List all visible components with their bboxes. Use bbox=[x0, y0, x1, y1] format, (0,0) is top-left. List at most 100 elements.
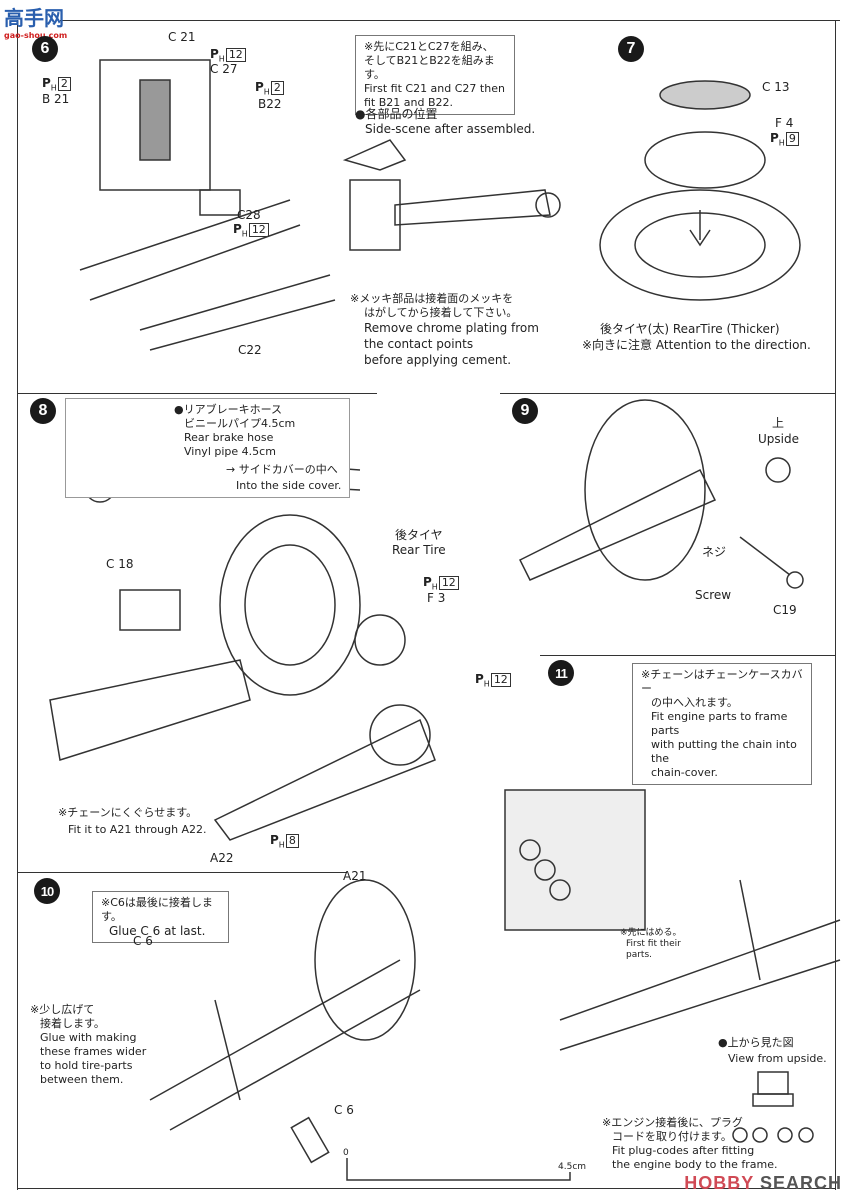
logo-text: 高手网 bbox=[4, 6, 64, 30]
step7-tire-drawing bbox=[599, 80, 801, 301]
divider-step11 bbox=[540, 655, 835, 656]
part-label: C 6 bbox=[334, 1103, 354, 1117]
part-label: C28 bbox=[237, 208, 261, 222]
hobby-search-watermark: HOBBY SEARCH bbox=[684, 1173, 842, 1194]
note-line: の中へ入れます。 bbox=[651, 696, 738, 709]
paint-number: 8 bbox=[285, 834, 299, 848]
paint-number: 12 bbox=[490, 673, 511, 687]
note-line: Remove chrome plating from bbox=[364, 321, 539, 335]
chain-cover-note: ※チェーンはチェーンケースカバー の中へ入れます。 Fit engine par… bbox=[632, 663, 812, 785]
note-line: Vinyl pipe 4.5cm bbox=[184, 445, 276, 458]
part-label: C 18 bbox=[106, 557, 134, 571]
note-line: ※C6は最後に接着します。 bbox=[101, 896, 213, 923]
note-line: between them. bbox=[40, 1073, 124, 1086]
step-10-badge: 10 bbox=[34, 878, 60, 904]
frame-widen-note: ※少し広げて 接着します。 Glue with making these fra… bbox=[30, 1003, 146, 1087]
scale-bar bbox=[346, 1158, 571, 1181]
note-line: Glue with making bbox=[40, 1031, 137, 1044]
note-line: ※少し広げて bbox=[30, 1003, 95, 1016]
brake-hose-inset: ●リアブレーキホース ビニールパイプ4.5cm Rear brake hose … bbox=[65, 398, 350, 498]
site-logo: 高手网 gao-shou.com bbox=[4, 2, 67, 40]
part-label: B 21 bbox=[42, 92, 70, 106]
step-6-badge: 6 bbox=[32, 36, 58, 62]
step6-assembly-note: ※先にC21とC27を組み、 そしてB21とB22を組みます。 First fi… bbox=[355, 35, 515, 115]
note-line: そしてB21とB22を組みます。 bbox=[364, 54, 495, 81]
paint-number: 2 bbox=[57, 77, 71, 91]
note-line: fit B21 and B22. bbox=[364, 96, 454, 109]
step9-swingarm-drawing bbox=[518, 399, 804, 589]
frame-right bbox=[835, 20, 836, 1190]
side-scene-subtitle: Side-scene after assembled. bbox=[365, 122, 536, 136]
part-label: 上 bbox=[772, 416, 785, 430]
note-line: ※先にはめる。 bbox=[620, 928, 682, 938]
part-label: ネジ bbox=[702, 545, 727, 559]
paint-number: 12 bbox=[438, 576, 459, 590]
part-label: F 4 bbox=[775, 116, 794, 130]
note-line: Rear brake hose bbox=[184, 431, 274, 444]
note-line: First fit their bbox=[626, 939, 681, 949]
note-line: before applying cement. bbox=[364, 353, 512, 367]
scale-length: 4.5cm bbox=[558, 1162, 587, 1172]
note-line: ●リアブレーキホース bbox=[174, 403, 283, 416]
note-line: with putting the chain into the bbox=[651, 738, 797, 765]
frame-top bbox=[60, 20, 840, 21]
part-label: B22 bbox=[258, 97, 282, 111]
plug-cord-note: ※エンジン接着後に、プラグ コードを取り付けます。 Fit plug-codes… bbox=[602, 1116, 777, 1172]
note-line: the engine body to the frame. bbox=[612, 1158, 778, 1171]
note-line: Fit plug-codes after fitting bbox=[612, 1144, 755, 1157]
paint-number: 9 bbox=[785, 132, 799, 146]
step6-rear-suspension-drawing bbox=[79, 59, 336, 351]
note-line: to hold tire-parts bbox=[40, 1059, 133, 1072]
note-line: Into the side cover. bbox=[236, 479, 342, 492]
note-line: 接着します。 bbox=[40, 1017, 105, 1030]
part-label: 後タイヤ bbox=[395, 528, 443, 542]
step11-engine-frame-drawing bbox=[504, 789, 841, 1051]
paint-number: 12 bbox=[248, 223, 269, 237]
step-8-badge: 8 bbox=[30, 398, 56, 424]
part-label: C19 bbox=[773, 603, 797, 617]
note-line: → サイドカバーの中へ bbox=[226, 463, 338, 476]
note-line: the contact points bbox=[364, 337, 474, 351]
note-line: ※先にC21とC27を組み、 bbox=[364, 40, 494, 53]
part-label: C 6 bbox=[133, 934, 153, 948]
part-label: A22 bbox=[210, 851, 234, 865]
step-7-badge: 7 bbox=[618, 36, 644, 62]
frame-bottom bbox=[17, 1188, 835, 1189]
direction-caption: ※向きに注意 Attention to the direction. bbox=[582, 338, 811, 352]
part-label: Rear Tire bbox=[392, 543, 446, 557]
scale-zero: 0 bbox=[343, 1148, 349, 1158]
view-subtitle: View from upside. bbox=[728, 1052, 827, 1065]
step8-wheel-chain-drawing bbox=[49, 514, 436, 841]
step-9-badge: 9 bbox=[512, 398, 538, 424]
first-fit-note: ※先にはめる。 First fit their parts. bbox=[620, 928, 682, 961]
part-label: C 27 bbox=[210, 62, 238, 76]
note-line: ビニールパイプ4.5cm bbox=[184, 417, 296, 430]
watermark-prefix: HOBBY bbox=[684, 1173, 754, 1193]
chain-note-jp: ※チェーンにくぐらせます。 bbox=[58, 806, 198, 819]
part-label: C 21 bbox=[168, 30, 196, 44]
note-line: Glue C 6 at last. bbox=[109, 924, 206, 938]
side-scene-title: ●各部品の位置 bbox=[355, 107, 438, 121]
tire-caption: 後タイヤ(太) RearTire (Thicker) bbox=[600, 322, 780, 336]
note-line: First fit C21 and C27 then bbox=[364, 82, 505, 95]
part-label: C 13 bbox=[762, 80, 790, 94]
step10-frame-drawing bbox=[149, 879, 421, 1164]
view-title: ●上から見た図 bbox=[718, 1036, 794, 1049]
part-label: Screw bbox=[695, 588, 732, 602]
part-label: Upside bbox=[758, 432, 799, 446]
note-line: Fit engine parts to frame parts bbox=[651, 710, 788, 737]
paint-number: 2 bbox=[270, 81, 284, 95]
note-line: ※エンジン接着後に、プラグ bbox=[602, 1116, 743, 1129]
plug-cord-diagram bbox=[732, 1071, 814, 1143]
note-line: these frames wider bbox=[40, 1045, 147, 1058]
part-label: C22 bbox=[238, 343, 262, 357]
note-line: はがしてから接着して下さい。 bbox=[364, 306, 518, 319]
chain-note-en: Fit it to A21 through A22. bbox=[68, 823, 207, 836]
note-line: parts. bbox=[626, 950, 653, 960]
watermark-suffix: SEARCH bbox=[759, 1173, 842, 1193]
note-line: chain-cover. bbox=[651, 766, 718, 779]
